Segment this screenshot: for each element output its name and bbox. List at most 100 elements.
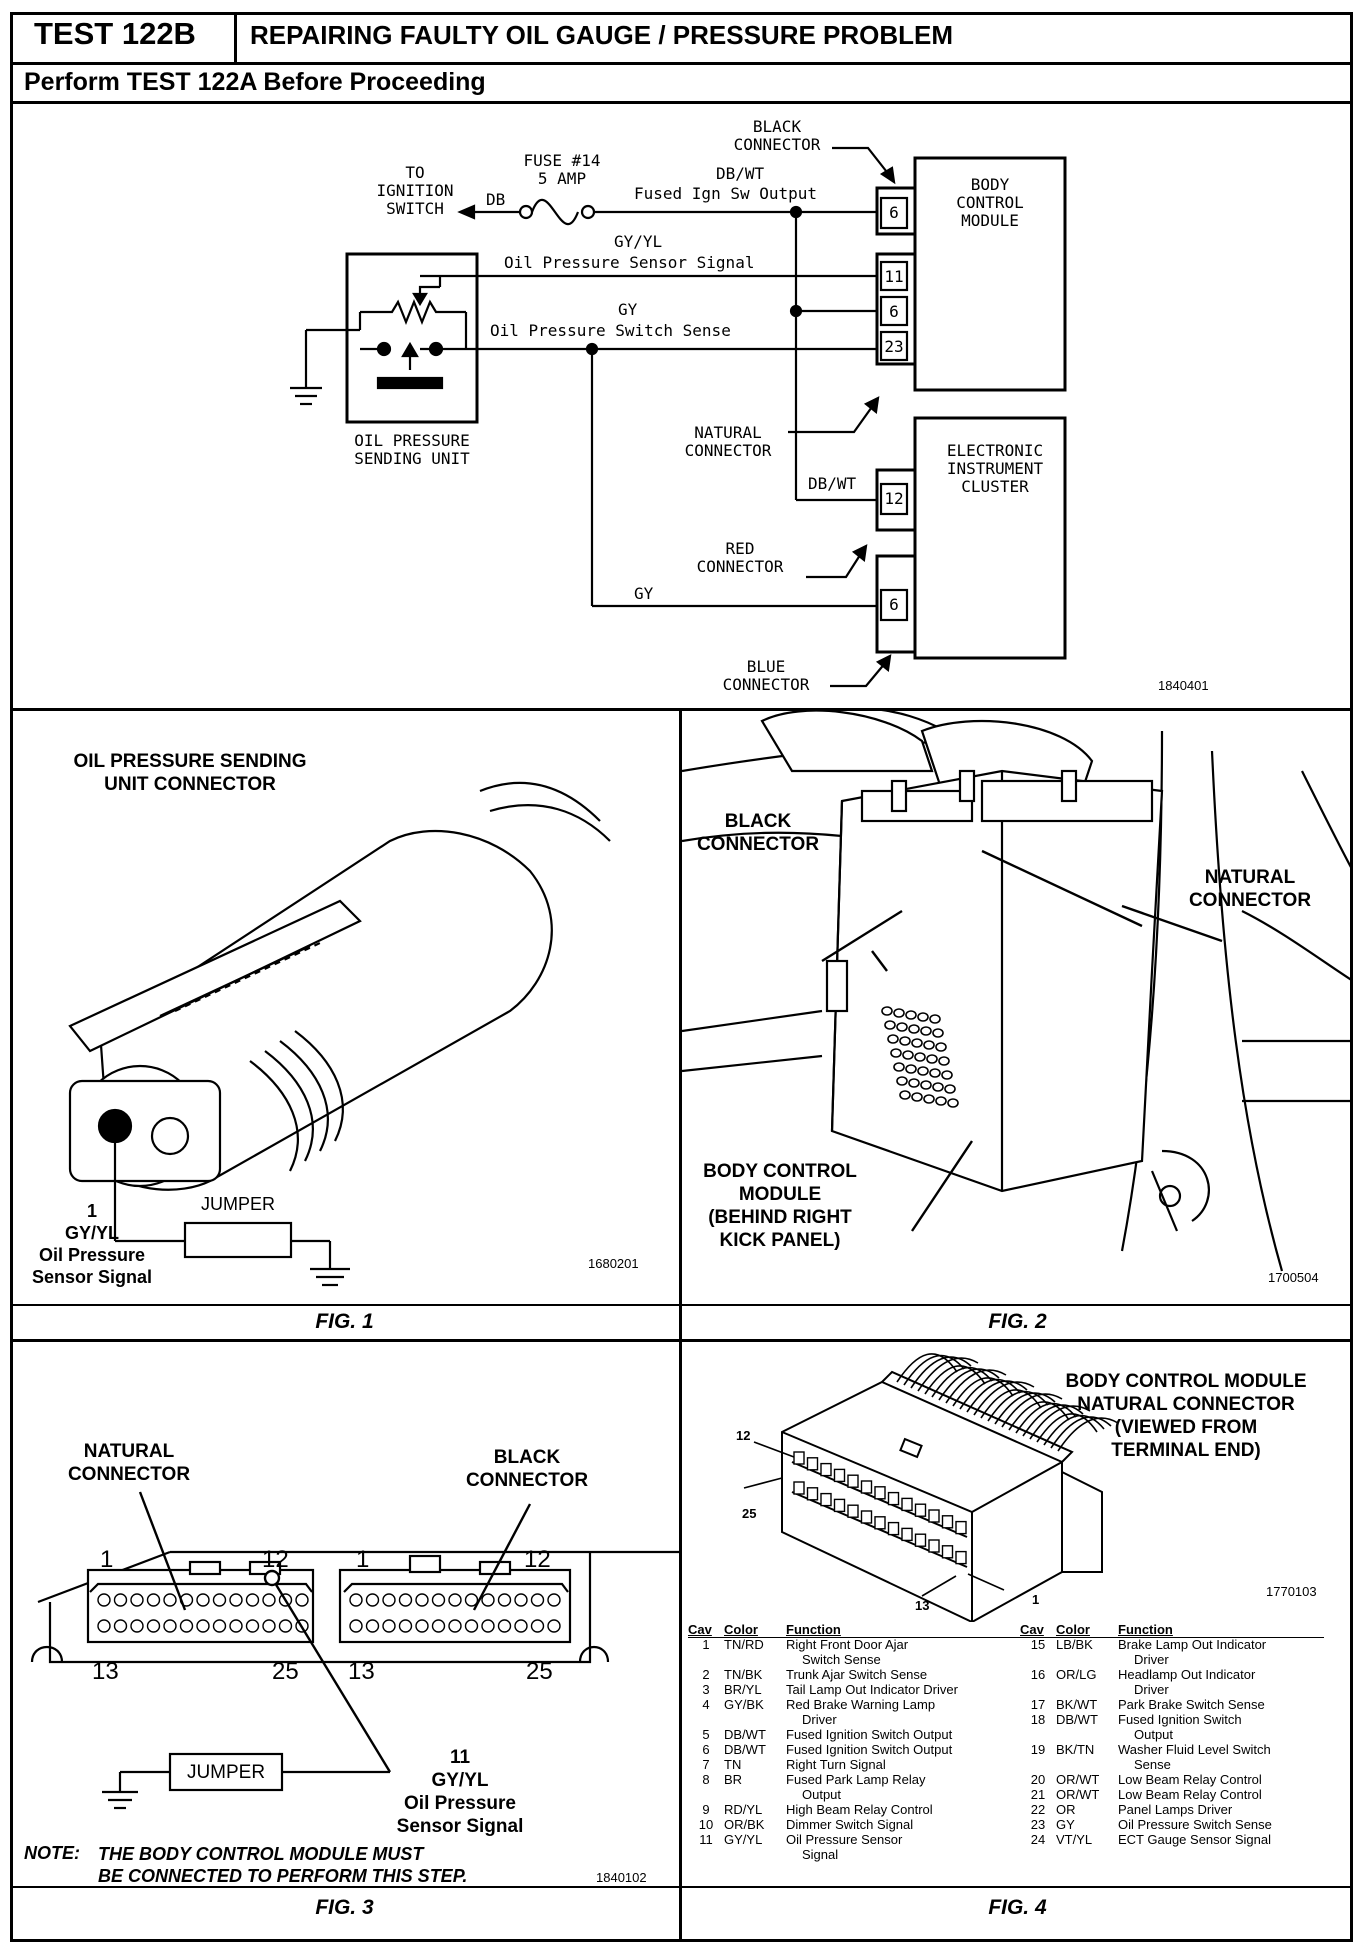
vent-hole (908, 1024, 920, 1034)
function-line: Sense (1134, 1757, 1171, 1772)
fig4-pin-25: 25 (742, 1506, 757, 1521)
harness-wire (1001, 1393, 1063, 1428)
color-cell: TN (724, 1757, 742, 1772)
function-line: Fused Ignition Switch (1118, 1712, 1242, 1727)
vent-hole (935, 1042, 947, 1052)
header-frame (10, 12, 1353, 104)
color-cell: GY/BK (724, 1697, 764, 1712)
cav-cell: 2 (702, 1667, 710, 1682)
fig3-pin-callout: 11 GY/YL Oil Pressure Sensor Signal (396, 1747, 524, 1837)
function-cell: Fused Ignition Switch Output (786, 1727, 952, 1742)
color-cell: GY/YL (724, 1832, 763, 1847)
frame-v (679, 708, 682, 1942)
wire-dbwt2-label: DB/WT (808, 474, 857, 493)
connector-pin (497, 1593, 512, 1607)
wire-gy-label: GY (618, 300, 638, 319)
fig3-caption: FIG. 3 (315, 1896, 374, 1919)
function-line: Low Beam Relay Control (1118, 1772, 1262, 1787)
function-line: ECT Gauge Sensor Signal (1118, 1832, 1271, 1847)
vent-hole (917, 1066, 929, 1076)
function-line: Park Brake Switch Sense (1118, 1697, 1265, 1712)
fig4-pin-12: 12 (736, 1428, 751, 1443)
vent-hole (920, 1080, 932, 1090)
connector-pin (514, 1593, 528, 1607)
eic-pin-6: 6 (889, 595, 899, 614)
color-cell: LB/BK (1056, 1637, 1093, 1652)
switch-sense-label: Oil Pressure Switch Sense (490, 321, 731, 340)
vent-hole (938, 1056, 950, 1066)
function-cell: Park Brake Switch Sense (1118, 1697, 1265, 1712)
vent-hole (926, 1054, 938, 1064)
fig4-title: BODY CONTROL MODULE NATURAL CONNECTOR (V… (1065, 1371, 1307, 1461)
connector-pin (365, 1619, 380, 1633)
cav-cell: 22 (1030, 1802, 1046, 1817)
natural-connector-label: NATURAL CONNECTOR (684, 423, 772, 460)
harness-wire (980, 1389, 1042, 1419)
function-line: Tail Lamp Out Indicator Driver (786, 1682, 958, 1697)
fig3-num-25b: 25 (526, 1658, 553, 1685)
terminal-cavity (860, 1510, 873, 1524)
terminal-cavity (955, 1550, 967, 1565)
fig3-num-25a: 25 (272, 1658, 299, 1685)
cav-cell: 9 (702, 1802, 710, 1817)
connector-pin (212, 1619, 227, 1633)
function-line: Signal (802, 1847, 839, 1862)
terminal-cavity (955, 1520, 967, 1535)
schematic-ref: 1840401 (1158, 678, 1209, 693)
connector-pin (481, 1593, 495, 1607)
connector-pin (295, 1593, 309, 1607)
harness-wire (952, 1377, 1014, 1407)
vent-hole (917, 1012, 929, 1022)
terminal-cavity (860, 1480, 873, 1494)
vent-hole (896, 1022, 908, 1032)
connector-pin (349, 1593, 363, 1607)
fig3-jumper-label: JUMPER (186, 1762, 266, 1783)
connector-pin (464, 1619, 479, 1633)
wire-gy2-label: GY (634, 584, 654, 603)
fig4-ref: 1770103 (1266, 1584, 1317, 1599)
vent-hole (881, 1006, 893, 1016)
function-line: Red Brake Warning Lamp (786, 1697, 936, 1712)
sensor-signal-label: Oil Pressure Sensor Signal (504, 253, 755, 272)
connector-pin (113, 1593, 128, 1607)
function-line: Oil Pressure Sensor (786, 1832, 903, 1847)
cav-cell: 6 (702, 1742, 710, 1757)
connector-pin (163, 1619, 177, 1633)
fig4-caption: FIG. 4 (988, 1896, 1047, 1919)
function-line: Headlamp Out Indicator (1118, 1667, 1256, 1682)
vent-hole (905, 1064, 917, 1074)
fig3-num-12b: 12 (524, 1546, 551, 1573)
fig4-pin-13: 13 (915, 1598, 930, 1613)
vent-hole (935, 1096, 947, 1106)
connector-pin (146, 1619, 161, 1633)
connector-pin (229, 1619, 243, 1633)
connector-pin (113, 1619, 128, 1633)
function-cell: Panel Lamps Driver (1118, 1802, 1232, 1817)
harness-wire (1015, 1402, 1077, 1434)
schematic-diagram (290, 146, 1067, 688)
cav-cell: 19 (1030, 1742, 1046, 1757)
cav-cell: 24 (1030, 1832, 1046, 1847)
fused-output-label: Fused Ign Sw Output (634, 184, 818, 203)
fig4-drawing (743, 1353, 1119, 1622)
fig2-ref: 1700504 (1268, 1270, 1319, 1285)
black-connector-label: BLACK CONNECTOR (733, 117, 821, 154)
vent-hole (929, 1068, 941, 1078)
col-header-cav: Cav (1020, 1622, 1044, 1637)
vent-hole (911, 1038, 923, 1048)
terminal-cavity (833, 1468, 846, 1483)
terminal-cavity (901, 1497, 913, 1512)
harness-wire (945, 1369, 1007, 1404)
terminal-cavity (887, 1521, 900, 1536)
